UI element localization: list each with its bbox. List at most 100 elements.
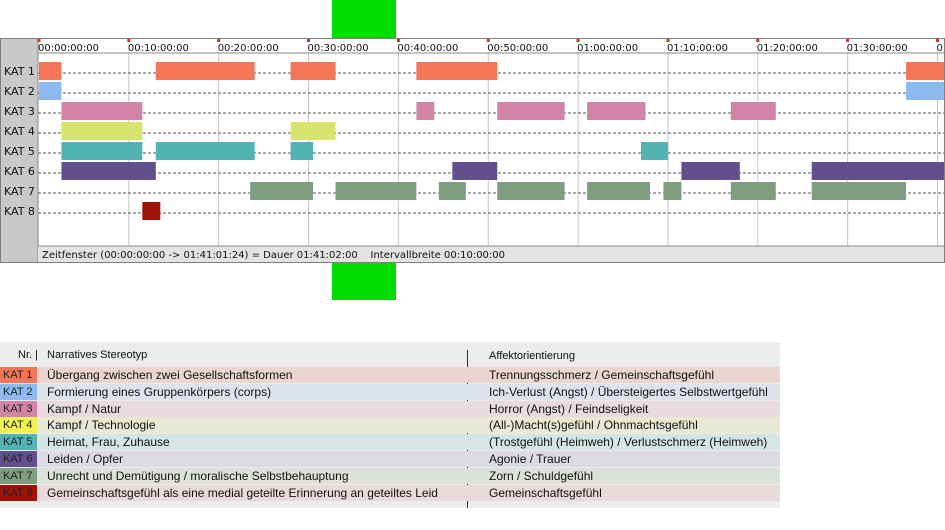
legend-affect: (Trostgefühl (Heimweh) / Verlustschmerz … bbox=[489, 435, 768, 450]
legend-row: KAT 4 Kampf / Technologie (All-)Macht(s)ge… bbox=[0, 417, 780, 434]
legend-header-nr: Nr. | bbox=[18, 349, 38, 361]
legend-affect: Horror (Angst) / Feindseligkeit bbox=[489, 401, 649, 416]
category-label: KAT 5 bbox=[4, 145, 35, 158]
tick-marker bbox=[666, 39, 670, 42]
timeline-segment bbox=[39, 82, 62, 100]
category-label: KAT 3 bbox=[4, 105, 35, 118]
legend-affect: Zorn / Schuldgefühl bbox=[489, 468, 594, 483]
tick-marker bbox=[936, 39, 939, 42]
tick-marker bbox=[576, 39, 580, 42]
legend-header-affect: Affektorientierung bbox=[489, 350, 576, 362]
timeline-segment bbox=[290, 142, 314, 160]
status-text: Zeitfenster (00:00:00:00 -> 01:41:01:24)… bbox=[42, 250, 505, 261]
timeline-segment bbox=[452, 162, 498, 180]
legend-code: KAT 7 bbox=[0, 467, 37, 484]
timeline-segment bbox=[730, 102, 776, 120]
time-tick-label: 00:20:00:00 bbox=[218, 43, 279, 54]
tick-marker bbox=[486, 39, 490, 42]
timeline-segment bbox=[61, 162, 156, 180]
timeline-segment bbox=[811, 182, 907, 200]
category-label: KAT 2 bbox=[4, 85, 35, 98]
timeline-segment bbox=[906, 82, 944, 100]
category-label: KAT 8 bbox=[4, 205, 35, 218]
time-tick-label: 00:30:00:00 bbox=[308, 43, 369, 54]
legend-row: KAT 7 Unrecht und Demütigung / moralische… bbox=[0, 467, 780, 484]
timeline-segment bbox=[416, 62, 498, 80]
legend-code: KAT 5 bbox=[0, 434, 37, 451]
legend-header-stereotype: Narratives Stereotyp bbox=[47, 349, 148, 361]
timeline-segment bbox=[438, 182, 466, 200]
time-tick-label: 01:30:00:00 bbox=[847, 43, 908, 54]
time-tick-label: 00:40:00:00 bbox=[397, 43, 458, 54]
legend-description: Leiden / Opfer bbox=[47, 452, 124, 466]
category-label: KAT 1 bbox=[4, 65, 35, 78]
timeline-segment bbox=[587, 182, 650, 200]
timeline-segment bbox=[663, 182, 682, 200]
time-tick-label: 01:10:00:00 bbox=[667, 43, 728, 54]
green-marker-top bbox=[332, 0, 396, 38]
legend-description: Gemeinschaftsgefühl als eine medial gete… bbox=[47, 485, 438, 500]
tick-marker bbox=[217, 39, 221, 42]
legend-row: KAT 8 Gemeinschaftsgefühl als eine medial… bbox=[0, 484, 780, 501]
time-tick-label: 01:00:00:00 bbox=[577, 43, 638, 54]
timeline-segment bbox=[811, 162, 944, 180]
legend-description: Unrecht und Demütigung / moralische Selb… bbox=[47, 468, 349, 483]
category-label-column bbox=[1, 39, 38, 262]
timeline-segment bbox=[587, 102, 646, 120]
category-label: KAT 7 bbox=[4, 185, 35, 198]
legend-code: KAT 4 bbox=[0, 417, 37, 434]
legend-affect: Ich-Verlust (Angst) / Übersteigertes Sel… bbox=[489, 384, 768, 399]
timeline-segment bbox=[250, 182, 314, 200]
legend-description: Kampf / Natur bbox=[47, 401, 122, 416]
time-tick-label: 00:50:00:00 bbox=[487, 43, 548, 54]
legend-code: KAT 6 bbox=[0, 451, 37, 467]
legend-description: Kampf / Technologie bbox=[47, 418, 156, 433]
timeline-segment bbox=[142, 202, 161, 220]
timeline-segment bbox=[497, 102, 565, 120]
timeline-segment bbox=[640, 142, 668, 160]
timeline-segment bbox=[61, 122, 143, 140]
timeline-segment bbox=[416, 102, 435, 120]
legend-row: KAT 5 Heimat, Frau, Zuhause (Trostgefühl (… bbox=[0, 434, 780, 451]
legend-code: KAT 2 bbox=[0, 383, 37, 400]
legend-affect: Agonie / Trauer bbox=[489, 452, 572, 466]
tick-marker bbox=[756, 39, 760, 42]
green-marker-bottom bbox=[332, 263, 396, 300]
timeline-segment bbox=[906, 62, 944, 80]
legend-code: KAT 1 bbox=[0, 367, 37, 383]
category-label: KAT 6 bbox=[4, 165, 35, 178]
category-label: KAT 4 bbox=[4, 125, 35, 138]
timeline-segment bbox=[681, 162, 740, 180]
legend-description: Heimat, Frau, Zuhause bbox=[47, 435, 170, 450]
timeline-segment bbox=[39, 62, 62, 80]
timeline-segment bbox=[290, 122, 336, 140]
tick-marker bbox=[396, 39, 400, 42]
timeline-segment bbox=[61, 102, 143, 120]
legend-code: KAT 3 bbox=[0, 400, 37, 417]
legend-code: KAT 8 bbox=[0, 484, 37, 501]
timeline-segment bbox=[155, 62, 255, 80]
timeline-segment bbox=[61, 142, 143, 160]
time-tick-label: 00:00:00:00 bbox=[38, 43, 99, 54]
legend-affect: Gemeinschaftsgefühl bbox=[489, 485, 602, 500]
legend-affect: Trennungsschmerz / Gemeinschaftsgefühl bbox=[489, 368, 714, 382]
tick-marker bbox=[307, 39, 311, 42]
legend-affect: (All-)Macht(s)gefühl / Ohnmachtsgefühl bbox=[489, 418, 698, 433]
timeline-segment bbox=[155, 142, 255, 160]
tick-marker bbox=[127, 39, 131, 42]
legend-table: Nr. | Narratives Stereotyp Affektorienti… bbox=[0, 342, 780, 508]
status-bar bbox=[38, 246, 944, 262]
legend-row: KAT 6 Leiden / Opfer Agonie / Trauer bbox=[0, 451, 780, 467]
legend-description: Formierung eines Gruppenkörpers (corps) bbox=[47, 384, 272, 399]
timeline-segment bbox=[335, 182, 417, 200]
timeline-segment bbox=[497, 182, 565, 200]
tick-marker bbox=[846, 39, 850, 42]
tick-marker bbox=[37, 39, 41, 42]
timeline-segment bbox=[730, 182, 776, 200]
legend-row: KAT 3 Kampf / Natur Horror (Angst) / Feind… bbox=[0, 400, 780, 417]
legend-row: KAT 2 Formierung eines Gruppenkörpers (co… bbox=[0, 383, 780, 400]
time-tick-label: 01 bbox=[937, 43, 945, 54]
